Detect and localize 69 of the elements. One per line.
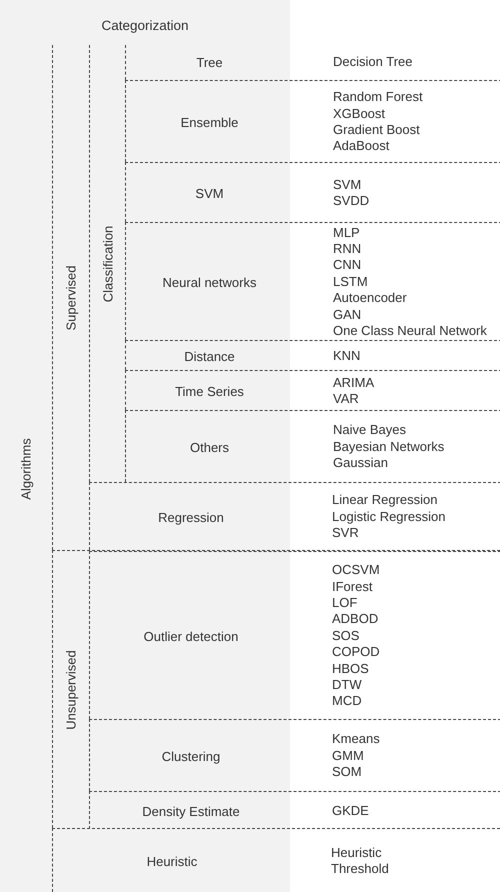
algorithm-name: GKDE [332, 802, 369, 820]
algorithm-name: ARIMA [333, 374, 374, 391]
algorithm-name: Decision Tree [333, 54, 412, 71]
category-band [52, 550, 500, 828]
algorithm-name: DTW [332, 677, 363, 694]
table-row [125, 222, 500, 340]
table-row [125, 162, 500, 222]
table-row [125, 80, 500, 162]
category-label: Algorithms [18, 438, 34, 500]
algorithm-name: CNN [333, 257, 362, 274]
algorithm-name: LOF [332, 594, 358, 612]
category-label: Time Series [175, 384, 244, 398]
algorithm-name: VAR [333, 391, 360, 408]
algorithm-name: AdaBoost [333, 138, 390, 155]
algorithm-name: SOS [332, 628, 360, 644]
algorithm-name: XGBoost [333, 106, 386, 122]
algorithm-name: ADBOD [332, 611, 380, 628]
category-band [52, 45, 500, 550]
category-label: Outlier detection [144, 628, 238, 644]
category-label: Neural networks [162, 274, 256, 290]
algorithm-name: Threshold [331, 861, 389, 878]
algorithm-name: Random Forest [333, 89, 423, 106]
category-label: Others [190, 440, 229, 454]
algorithm-name: LSTM [333, 274, 369, 290]
algorithm-name: Heuristic [331, 844, 383, 861]
algorithm-name: RNN [333, 240, 362, 258]
table-row [89, 551, 500, 719]
algorithm-name: One Class Neural Network [333, 323, 487, 340]
algorithm-name: MLP [333, 224, 361, 241]
algorithm-name: GMM [332, 748, 365, 764]
table-row [89, 482, 500, 550]
category-label: Clustering [162, 748, 220, 764]
category-label: Density Estimate [142, 804, 240, 818]
algorithm-name: Logistic Regression [332, 508, 446, 526]
column-header: Categorization [100, 18, 190, 33]
algorithm-name: MCD [332, 693, 363, 710]
category-label: Regression [158, 510, 224, 524]
algorithm-name: HBOS [332, 660, 370, 678]
table-row [125, 370, 500, 410]
category-label: Classification [100, 225, 115, 302]
category-label: Unsupervised [64, 650, 78, 730]
algorithm-name: OCSVM [332, 562, 380, 579]
algorithm-name: COPOD [332, 644, 380, 661]
category-band [89, 45, 500, 482]
category-label: Supervised [64, 264, 78, 330]
table-row [89, 791, 500, 829]
algorithm-name: GAN [333, 306, 362, 324]
algorithm-name: Bayesian Networks [333, 438, 444, 456]
table-row [52, 828, 500, 892]
category-label: SVM [195, 186, 224, 200]
table-row [89, 719, 500, 791]
category-label: Ensemble [180, 114, 238, 130]
algorithm-name: Naive Bayes [333, 422, 407, 439]
algorithm-name: SVM [333, 176, 362, 193]
table-row [125, 410, 500, 482]
algorithm-name: Kmeans [332, 731, 380, 748]
algorithm-name: SVDD [333, 193, 370, 210]
category-label: Heuristic [146, 854, 198, 868]
algorithm-name: Gradient Boost [333, 122, 421, 138]
category-label: Distance [184, 348, 235, 364]
algorithm-name: Gaussian [333, 455, 389, 472]
algorithm-name: SOM [332, 764, 363, 781]
algorithm-name: KNN [333, 348, 360, 364]
category-label: Tree [196, 55, 223, 70]
algorithm-name: SVR [332, 525, 360, 542]
algorithm-name: Autoencoder [333, 290, 408, 307]
algorithm-name: Linear Regression [332, 492, 439, 509]
algorithm-name: IForest [332, 578, 374, 595]
table-row [125, 340, 500, 370]
